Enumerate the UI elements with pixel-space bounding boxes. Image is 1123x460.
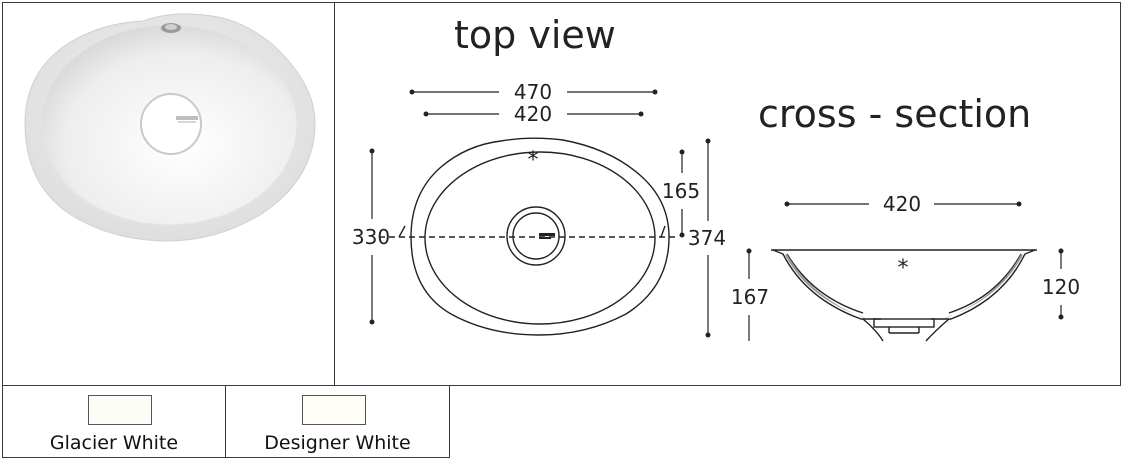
top-view-outline bbox=[379, 137, 677, 336]
color-label: Glacier White bbox=[49, 432, 179, 454]
color-swatch bbox=[88, 395, 152, 425]
color-swatch bbox=[302, 395, 366, 425]
dim-half-depth: 165 bbox=[662, 179, 700, 203]
cross-section-title: cross - section bbox=[758, 92, 1031, 136]
color-option-glacier-white[interactable]: Glacier White bbox=[2, 385, 226, 458]
dim-right-height: 374 bbox=[688, 226, 726, 250]
section-marker: * bbox=[898, 256, 909, 281]
dim-left-height: 330 bbox=[352, 225, 390, 249]
cross-section-outline bbox=[771, 249, 1037, 342]
color-option-designer-white[interactable]: Designer White bbox=[225, 385, 450, 458]
product-photo-panel bbox=[2, 2, 335, 386]
technical-drawing-panel: top view cross - section bbox=[334, 2, 1121, 386]
dim-section-height: 167 bbox=[731, 285, 769, 309]
dim-bowl-width: 420 bbox=[514, 102, 552, 126]
dimension-drawing: top view cross - section bbox=[352, 13, 1080, 342]
basin-photo bbox=[24, 13, 316, 242]
top-marker: * bbox=[528, 148, 539, 173]
top-view-title: top view bbox=[454, 13, 616, 57]
dim-overall-width: 470 bbox=[514, 80, 552, 104]
drain-icon bbox=[140, 93, 202, 155]
dim-bowl-depth: 120 bbox=[1042, 275, 1080, 299]
dim-section-width: 420 bbox=[883, 192, 921, 216]
color-label: Designer White bbox=[264, 432, 411, 454]
